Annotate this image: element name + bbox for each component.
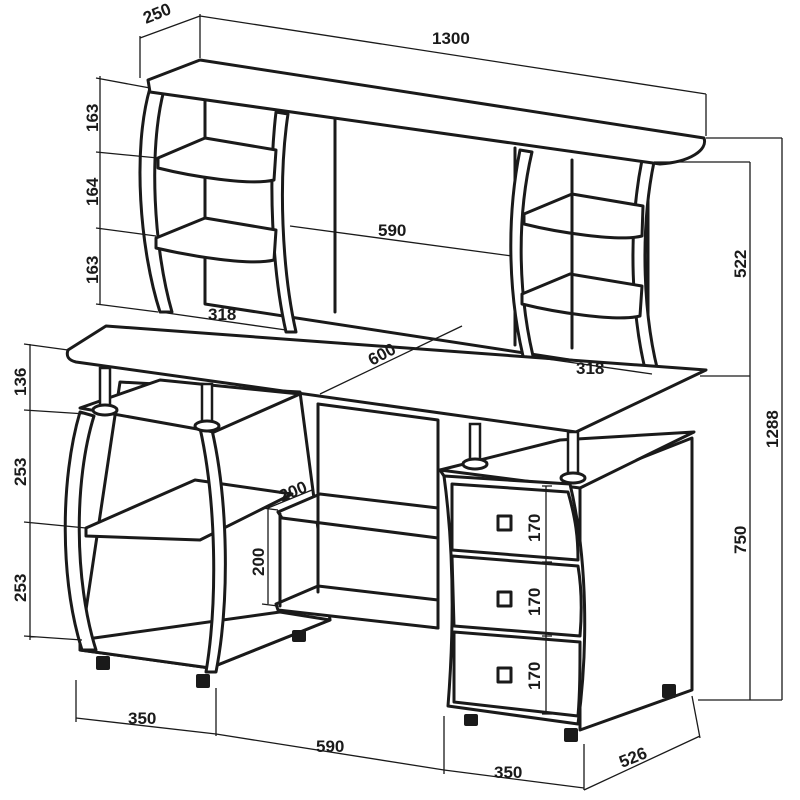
dim-knee-space-width: 590 — [316, 737, 344, 756]
dim-left-cabinet-upper-height: 253 — [11, 458, 30, 486]
hutch-top — [146, 58, 707, 166]
dim-desk-height: 750 — [731, 526, 750, 554]
support-right-front-base — [461, 457, 489, 471]
dim-drawer-2-height: 170 — [525, 588, 544, 616]
right-pedestal — [438, 430, 696, 732]
foot-3 — [292, 630, 306, 642]
dim-middle-shelf-height: 200 — [249, 548, 268, 576]
dim-right-cabinet-width: 350 — [494, 763, 522, 782]
drawer-2 — [450, 554, 583, 638]
drawer-3 — [452, 630, 582, 718]
support-right-back-base — [559, 471, 587, 485]
drawer-1 — [450, 482, 580, 562]
dim-cabinet-depth: 526 — [616, 743, 649, 771]
hutch-left-shelf-lower — [154, 216, 278, 264]
hutch-left-divider — [270, 110, 298, 334]
dim-shelf-spacing-middle: 164 — [83, 177, 102, 206]
left-pedestal-shelf — [84, 478, 294, 542]
hutch-left-side-panel — [138, 86, 174, 314]
dimension-lines — [23, 14, 783, 791]
supports — [91, 366, 676, 742]
drawer-3-handle — [496, 666, 513, 684]
drawer-2-handle — [496, 590, 513, 608]
dim-overall-width: 1300 — [432, 29, 470, 48]
dim-drawer-3-height: 170 — [525, 662, 544, 690]
dim-overall-height: 1288 — [763, 410, 782, 448]
dim-shelf-spacing-bottom: 163 — [83, 256, 102, 284]
dim-shelf-spacing-top: 163 — [83, 104, 102, 132]
support-left-back-base — [193, 419, 221, 433]
dim-left-cabinet-width: 350 — [128, 709, 156, 728]
left-pedestal-left-side — [63, 410, 98, 652]
dim-hutch-height: 522 — [731, 250, 750, 278]
hutch-right-shelf-upper — [522, 192, 645, 240]
hutch-right-shelf-lower — [520, 272, 644, 320]
dim-right-hutch-shelf-width: 318 — [576, 359, 604, 378]
dim-leg-gap-height: 136 — [11, 368, 30, 396]
dim-drawer-1-height: 170 — [525, 514, 544, 542]
foot-5 — [564, 728, 578, 742]
right-pedestal-inner-line — [438, 468, 446, 478]
middle-shelf-lower — [274, 584, 440, 630]
hutch-left-shelf-upper — [156, 136, 278, 184]
dim-hutch-depth: 250 — [140, 0, 173, 28]
foot-6 — [662, 684, 676, 698]
support-left-front-base — [91, 403, 119, 417]
drawer-1-handle — [496, 514, 513, 532]
left-pedestal-top — [78, 378, 302, 434]
support-right-back — [566, 430, 580, 478]
desktop — [65, 324, 708, 434]
hutch — [138, 58, 707, 390]
desktop-surface — [65, 324, 708, 434]
foot-1 — [96, 656, 110, 670]
dim-left-cabinet-lower-height: 253 — [11, 574, 30, 602]
middle-shelf-unit — [274, 402, 440, 630]
left-pedestal-right-side — [198, 426, 227, 674]
foot-4 — [464, 714, 478, 726]
middle-shelf-left-edge — [278, 402, 320, 608]
foot-2 — [196, 674, 210, 688]
dim-left-hutch-shelf-width: 318 — [208, 305, 236, 324]
dim-hutch-center-opening: 590 — [378, 221, 406, 240]
